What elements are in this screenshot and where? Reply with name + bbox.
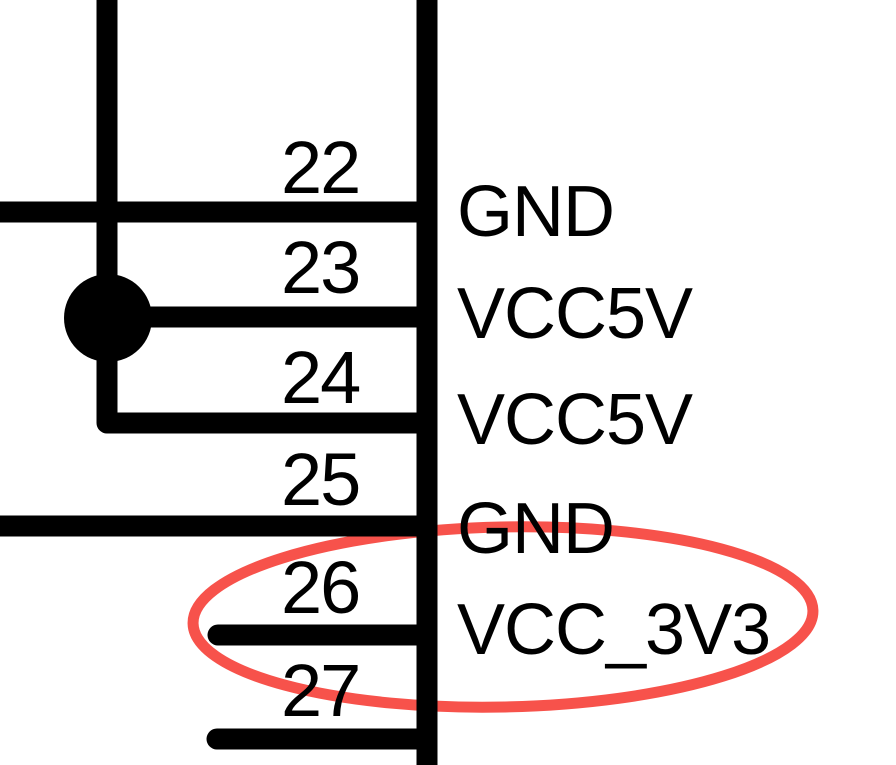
pin-label-24: VCC5V: [457, 380, 693, 460]
pin-label-26: VCC_3V3: [457, 590, 771, 670]
pin-label-25: GND: [457, 489, 615, 569]
pin-number-23: 23: [281, 226, 361, 309]
pin-number-24: 24: [281, 336, 361, 419]
junction-dot: [64, 274, 152, 362]
pin-number-22: 22: [281, 126, 361, 209]
pin-number-27: 27: [281, 649, 361, 732]
pin-label-22: GND: [457, 172, 615, 252]
red-highlight-ellipse: [187, 521, 819, 713]
pin-number-25: 25: [281, 438, 361, 521]
pin-number-26: 26: [281, 546, 361, 629]
pin-label-23: VCC5V: [457, 274, 693, 354]
wire-vertical-elbow-pin-24: [96, 0, 437, 434]
